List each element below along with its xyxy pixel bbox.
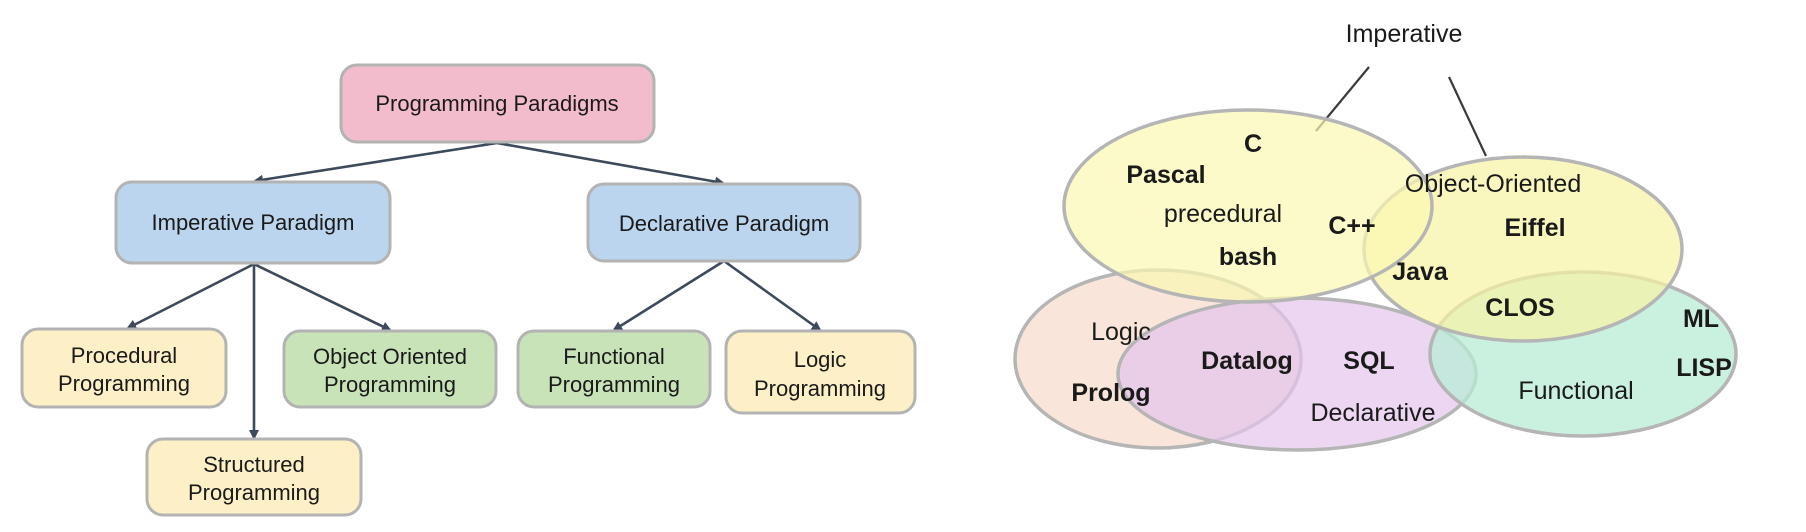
edge-imperative-to-procedural — [126, 262, 255, 330]
venn-lang-ml: ML — [1683, 305, 1719, 333]
edge-declarative-to-functional — [612, 259, 725, 332]
node-label-line1: Procedural — [71, 343, 177, 368]
node-box — [282, 329, 498, 409]
venn-region-precedural: precedural — [1164, 200, 1282, 228]
venn-lang-datalog: Datalog — [1201, 347, 1293, 375]
venn-region-object-oriented: Object-Oriented — [1405, 170, 1581, 198]
node-label: Declarative Paradigm — [619, 211, 829, 236]
edge-imperative-to-object-oriented — [253, 262, 392, 332]
node-declarative-paradigm: Declarative Paradigm — [586, 182, 862, 263]
node-structured-programming: Structured Programming — [145, 437, 363, 517]
node-label-line1: Logic — [794, 347, 847, 372]
venn-title: Imperative — [1346, 20, 1463, 48]
node-box — [114, 180, 392, 265]
node-box — [724, 329, 917, 415]
venn-lang-java: Java — [1392, 258, 1449, 286]
node-label-line2: Programming — [58, 371, 190, 396]
node-label-line2: Programming — [188, 480, 320, 505]
tree-edges — [126, 141, 822, 440]
node-box — [586, 182, 862, 263]
venn-lang-bash: bash — [1219, 243, 1277, 271]
venn-lang-clos: CLOS — [1485, 294, 1554, 322]
venn-lang-lisp: LISP — [1676, 354, 1732, 382]
venn-title-leader-right — [1448, 76, 1487, 157]
edge-root-to-imperative — [253, 141, 498, 185]
node-label-line2: Programming — [754, 376, 886, 401]
venn-lang-cpp: C++ — [1328, 212, 1375, 240]
node-label-line1: Functional — [563, 344, 665, 369]
node-box — [145, 437, 363, 517]
node-label: Imperative Paradigm — [152, 210, 355, 235]
paradigm-tree: Programming Paradigms Imperative Paradig… — [20, 63, 917, 517]
paradigm-venn: Imperative precedural Object-Oriented Lo… — [1013, 20, 1738, 452]
venn-lang-sql: SQL — [1343, 347, 1394, 375]
edge-declarative-to-logic — [723, 259, 822, 332]
node-procedural-programming: Procedural Programming — [20, 327, 228, 409]
node-label-line2: Programming — [548, 372, 680, 397]
venn-region-declarative: Declarative — [1310, 399, 1435, 427]
node-object-oriented-programming: Object Oriented Programming — [282, 329, 498, 409]
node-box — [20, 327, 228, 409]
node-functional-programming: Functional Programming — [516, 329, 712, 409]
venn-lang-eiffel: Eiffel — [1504, 214, 1565, 242]
venn-lang-c: C — [1244, 130, 1262, 158]
node-box — [339, 63, 656, 144]
edge-root-to-declarative — [496, 141, 725, 187]
node-label-line1: Structured — [203, 452, 305, 477]
venn-lang-pascal: Pascal — [1126, 161, 1205, 189]
venn-region-functional: Functional — [1518, 377, 1633, 405]
venn-lang-prolog: Prolog — [1071, 379, 1150, 407]
node-imperative-paradigm: Imperative Paradigm — [114, 180, 392, 265]
venn-region-logic: Logic — [1091, 318, 1151, 346]
node-label-line1: Object Oriented — [313, 344, 467, 369]
node-box — [516, 329, 712, 409]
node-label: Programming Paradigms — [375, 91, 618, 116]
node-logic-programming: Logic Programming — [724, 329, 917, 415]
node-programming-paradigms: Programming Paradigms — [339, 63, 656, 144]
node-label-line2: Programming — [324, 372, 456, 397]
ellipse-imperative — [1062, 108, 1434, 304]
